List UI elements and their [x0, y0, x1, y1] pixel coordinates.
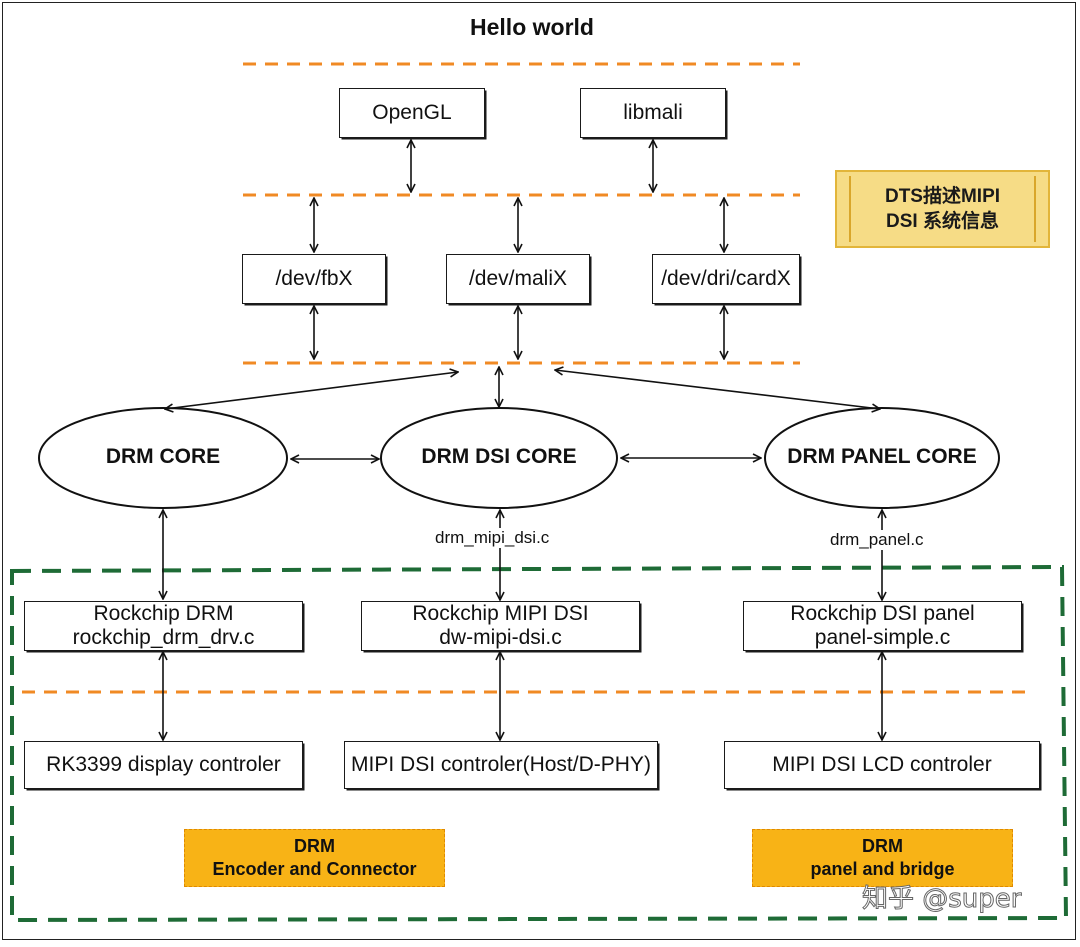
- bridge-line2: panel and bridge: [810, 859, 955, 879]
- opengl-box: OpenGL: [339, 88, 485, 138]
- kernel-driver-region: [10, 564, 1069, 923]
- watermark: 知乎 @super: [861, 884, 1022, 915]
- rk3399-display-controller-box: RK3399 display controler: [24, 741, 303, 789]
- encoder-connector-label: DRM Encoder and Connector: [184, 829, 445, 887]
- rockchip-mipi-dsi-line2: dw-mipi-dsi.c: [439, 626, 562, 649]
- encoder-line1: DRM: [294, 836, 335, 856]
- arrow-layer-panel-core: [555, 370, 880, 409]
- dev-dri-box: /dev/dri/cardX: [652, 254, 800, 304]
- rockchip-drm-line2: rockchip_drm_drv.c: [72, 626, 255, 649]
- drm-dsi-core-ellipse: [380, 407, 618, 509]
- arrow-layer-drm-core: [165, 372, 458, 409]
- mipi-dsi-controller-label: MIPI DSI controler(Host/D-PHY): [351, 753, 651, 776]
- libmali-label: libmali: [623, 101, 683, 124]
- encoder-line2: Encoder and Connector: [212, 859, 417, 879]
- rk3399-display-controller-label: RK3399 display controler: [46, 753, 281, 776]
- dts-line2: DSI 系统信息: [886, 211, 999, 232]
- rockchip-drm-driver-box: Rockchip DRM rockchip_drm_drv.c: [24, 601, 303, 651]
- rockchip-dsi-panel-driver-box: Rockchip DSI panel panel-simple.c: [743, 601, 1022, 651]
- dev-mali-label: /dev/maliX: [468, 267, 568, 290]
- drm-panel-core-label: DRM PANEL CORE: [787, 445, 977, 468]
- rockchip-mipi-dsi-line1: Rockchip MIPI DSI: [412, 602, 589, 625]
- mipi-dsi-lcd-controller-label: MIPI DSI LCD controler: [772, 753, 992, 776]
- dev-fb-label: /dev/fbX: [275, 267, 353, 290]
- opengl-label: OpenGL: [372, 101, 452, 124]
- drm-core-label: DRM CORE: [105, 445, 221, 468]
- dev-mali-box: /dev/maliX: [446, 254, 590, 304]
- mipi-dsi-controller-box: MIPI DSI controler(Host/D-PHY): [344, 741, 658, 789]
- bridge-line1: DRM: [862, 836, 903, 856]
- drm-core-ellipse: [38, 407, 288, 509]
- libmali-box: libmali: [580, 88, 726, 138]
- dts-line1: DTS描述MIPI: [884, 186, 1001, 207]
- diagram-title: Hello world: [470, 14, 594, 40]
- mipi-dsi-lcd-controller-box: MIPI DSI LCD controler: [724, 741, 1040, 789]
- drm-panel-core-ellipse: [764, 407, 1000, 509]
- rockchip-mipi-dsi-driver-box: Rockchip MIPI DSI dw-mipi-dsi.c: [361, 601, 640, 651]
- dev-dri-label: /dev/dri/cardX: [661, 267, 791, 290]
- rockchip-drm-line1: Rockchip DRM: [93, 602, 234, 625]
- drm-mipi-dsi-file-label: drm_mipi_dsi.c: [432, 528, 553, 548]
- rockchip-dsi-panel-line2: panel-simple.c: [814, 626, 951, 649]
- drm-dsi-core-label: DRM DSI CORE: [421, 445, 577, 468]
- rockchip-dsi-panel-line1: Rockchip DSI panel: [790, 602, 975, 625]
- panel-bridge-label: DRM panel and bridge: [752, 829, 1013, 887]
- dts-note: DTS描述MIPI DSI 系统信息: [835, 170, 1050, 248]
- dev-fb-box: /dev/fbX: [242, 254, 386, 304]
- drm-panel-file-label: drm_panel.c: [827, 530, 927, 550]
